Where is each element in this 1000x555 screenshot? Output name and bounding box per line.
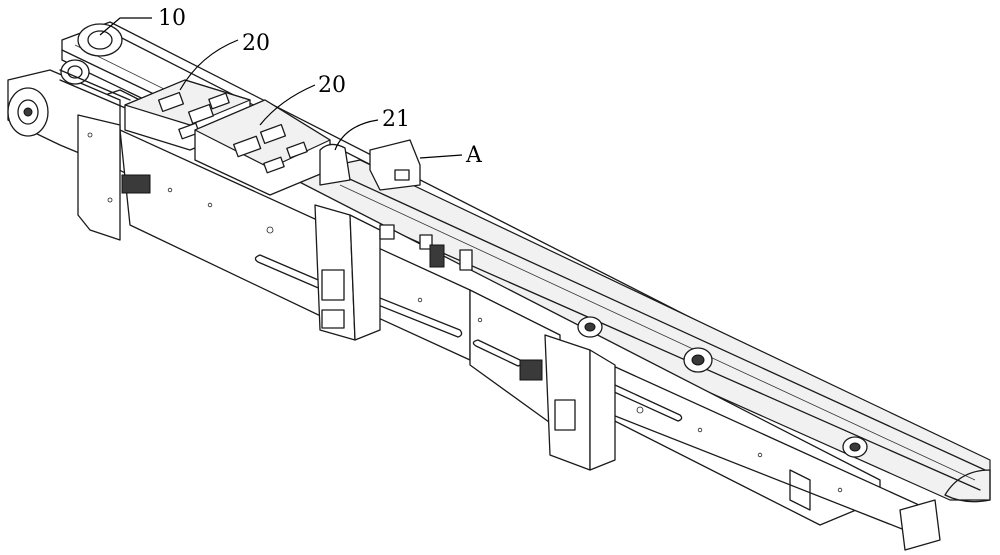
idler-roller-3 — [842, 436, 868, 458]
idler-roller-1 — [577, 316, 603, 338]
callout-20-rear: 20 — [242, 31, 270, 56]
drive-motor — [59, 23, 131, 111]
leader-a — [419, 154, 463, 159]
callout-21: 21 — [382, 107, 410, 132]
fitting-cluster — [379, 224, 473, 271]
leader-10 — [99, 17, 152, 36]
callout-leaders — [99, 17, 463, 159]
mounting-holes — [167, 187, 843, 493]
sensor-bracket — [319, 143, 351, 186]
support-upright-right — [519, 334, 616, 471]
callout-20-front: 20 — [318, 73, 346, 98]
leader-20-rear — [179, 39, 239, 91]
carriage-block-front — [194, 99, 331, 196]
end-bracket-right — [899, 499, 941, 551]
callout-a: A — [465, 143, 483, 168]
leader-20-front — [259, 84, 316, 126]
idler-roller-2 — [683, 347, 713, 373]
callout-10: 10 — [158, 6, 186, 31]
part-a-block — [369, 139, 421, 191]
front-side-plate — [59, 89, 931, 541]
leader-21 — [334, 119, 379, 151]
support-upright-left — [77, 114, 151, 241]
support-upright-middle — [314, 204, 381, 341]
belt-track — [289, 159, 991, 503]
callout-labels: 10 20 20 21 A — [158, 6, 483, 168]
